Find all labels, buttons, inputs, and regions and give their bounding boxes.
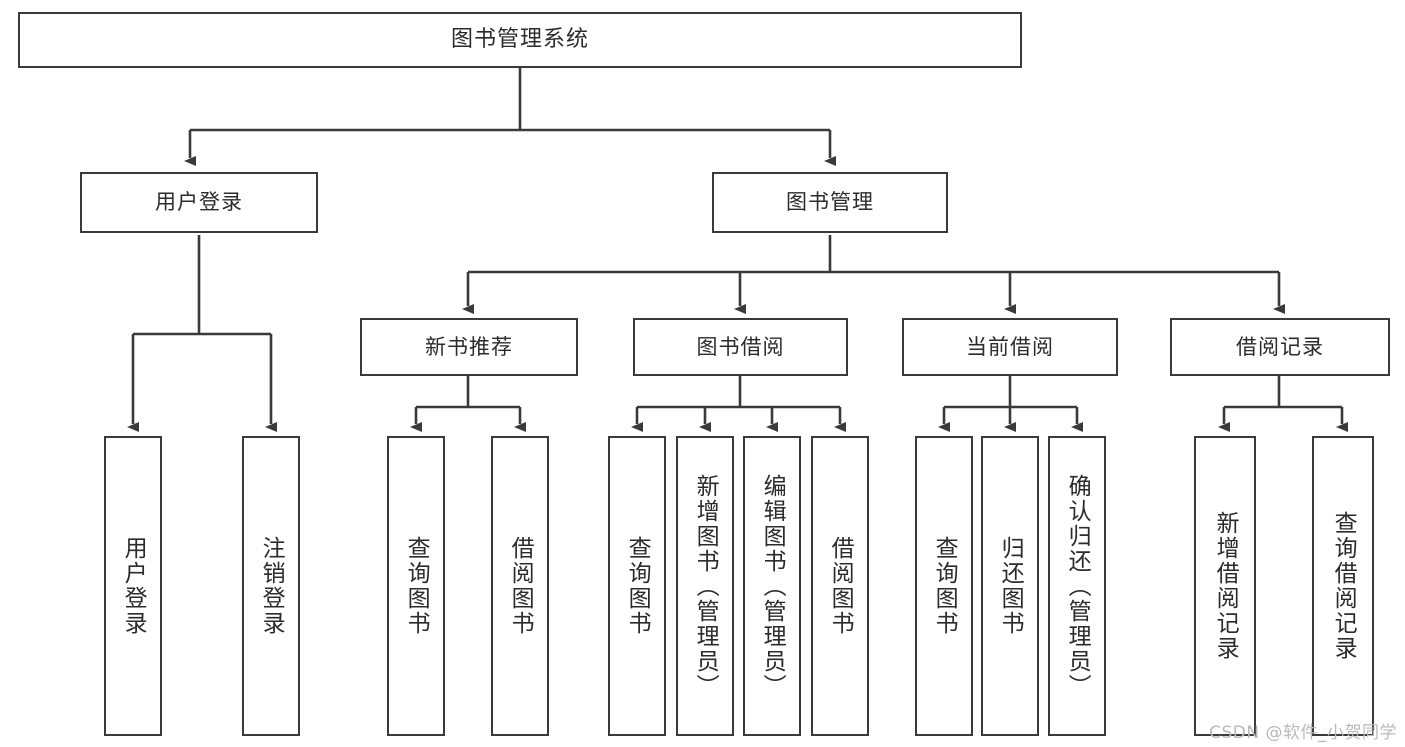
leaf-borrow-record-add-record[interactable]: 新增借阅记录 (1194, 436, 1256, 736)
node-label: 查询图书 (403, 536, 430, 636)
node-label: 图书管理 (786, 190, 874, 215)
node-user-login[interactable]: 用户登录 (80, 172, 318, 233)
leaf-book-borrow-edit-book-admin[interactable]: 编辑图书（管理员） (743, 436, 801, 736)
leaf-book-borrow-add-book-admin[interactable]: 新增图书（管理员） (676, 436, 734, 736)
node-label: 借阅记录 (1236, 334, 1324, 359)
node-label: 新书推荐 (425, 334, 513, 359)
node-label: 新增图书（管理员） (692, 473, 719, 699)
leaf-book-borrow-query-books[interactable]: 查询图书 (608, 436, 666, 736)
node-label: 用户登录 (120, 536, 147, 636)
node-label: 借阅图书 (827, 536, 854, 636)
watermark: CSDN @软件_小贺同学 (1209, 723, 1397, 743)
node-label: 图书借阅 (696, 334, 785, 359)
leaf-current-borrow-query-books[interactable]: 查询图书 (915, 436, 973, 736)
node-label: 借阅图书 (507, 536, 534, 636)
leaf-borrow-record-query-record[interactable]: 查询借阅记录 (1312, 436, 1374, 736)
leaf-current-borrow-confirm-return-admin[interactable]: 确认归还（管理员） (1048, 436, 1106, 736)
node-borrow-record[interactable]: 借阅记录 (1170, 318, 1390, 376)
node-label: 查询图书 (624, 536, 651, 636)
node-label: 注销登录 (258, 536, 285, 636)
node-current-borrow[interactable]: 当前借阅 (902, 318, 1118, 376)
node-label: 图书管理系统 (450, 27, 589, 53)
node-label: 编辑图书（管理员） (759, 473, 786, 699)
node-label: 确认归还（管理员） (1064, 473, 1091, 699)
node-new-book-recommend[interactable]: 新书推荐 (360, 318, 578, 376)
node-label: 用户登录 (155, 190, 243, 215)
node-label: 新增借阅记录 (1212, 511, 1239, 661)
node-book-management[interactable]: 图书管理 (712, 172, 948, 233)
node-label: 当前借阅 (966, 334, 1054, 359)
node-label: 查询借阅记录 (1330, 511, 1357, 661)
leaf-book-borrow-borrow-books[interactable]: 借阅图书 (811, 436, 869, 736)
node-label: 查询图书 (931, 536, 958, 636)
leaf-current-borrow-return-books[interactable]: 归还图书 (981, 436, 1039, 736)
leaf-user-login-logout[interactable]: 注销登录 (242, 436, 300, 736)
node-label: 归还图书 (997, 536, 1024, 636)
node-root-book-management-system[interactable]: 图书管理系统 (18, 12, 1022, 68)
leaf-new-book-borrow-books[interactable]: 借阅图书 (491, 436, 549, 736)
node-book-borrow[interactable]: 图书借阅 (633, 318, 848, 376)
leaf-new-book-query-books[interactable]: 查询图书 (387, 436, 445, 736)
leaf-user-login-login[interactable]: 用户登录 (104, 436, 162, 736)
